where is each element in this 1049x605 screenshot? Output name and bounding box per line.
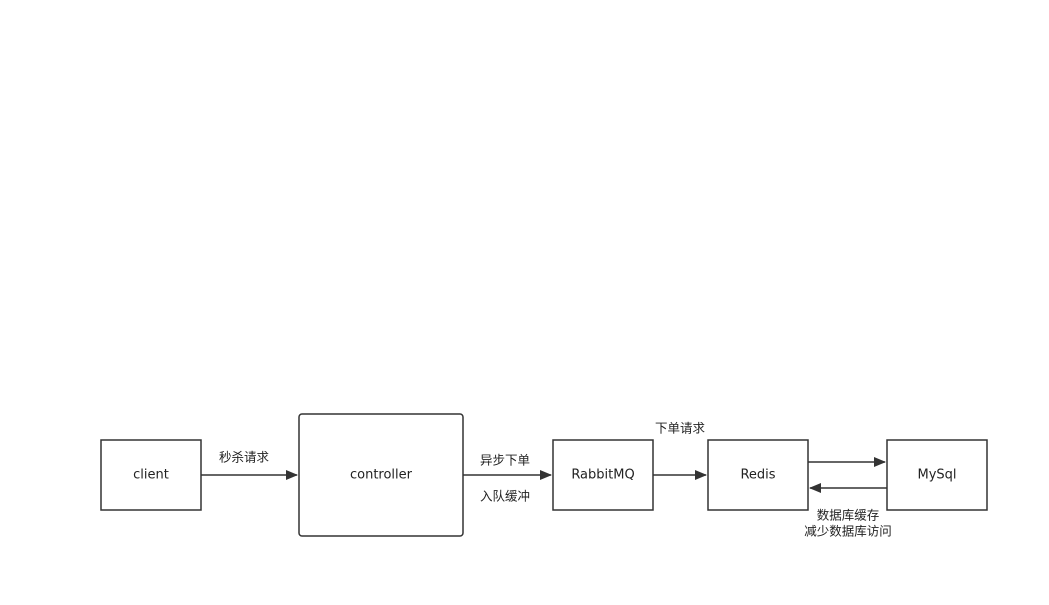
node-mysql-box (886, 439, 988, 511)
edge-rabbitmq-to-redis-label: 下单请求 (655, 421, 706, 436)
edge-redis-mysql: 数据库缓存 减少数据库访问 (804, 457, 892, 539)
node-rabbitmq: RabbitMQ (552, 439, 654, 511)
node-rabbitmq-label: RabbitMQ (571, 468, 634, 483)
node-client-label: client (133, 468, 169, 483)
node-mysql-label: MySql (917, 468, 956, 483)
node-redis-label: Redis (740, 468, 775, 483)
edge-client-to-controller: 秒杀请求 (201, 450, 298, 480)
node-redis: Redis (707, 439, 809, 511)
edge-controller-to-rabbitmq: 异步下单 入队缓冲 (463, 453, 552, 504)
node-client: client (100, 439, 202, 511)
edge-redis-mysql-label-line2: 减少数据库访问 (804, 524, 892, 539)
edge-rabbitmq-to-redis: 下单请求 (653, 421, 707, 480)
node-controller: controller (298, 413, 464, 537)
node-controller-label: controller (350, 468, 413, 483)
node-rabbitmq-box (552, 439, 654, 511)
edge-client-to-controller-label: 秒杀请求 (219, 450, 270, 465)
node-client-box (100, 439, 202, 511)
edge-redis-mysql-label-line1: 数据库缓存 (817, 508, 880, 523)
node-redis-box (707, 439, 809, 511)
edge-controller-to-rabbitmq-label-top: 异步下单 (480, 453, 530, 468)
node-mysql: MySql (886, 439, 988, 511)
edge-controller-to-rabbitmq-label-bottom: 入队缓冲 (480, 489, 530, 504)
